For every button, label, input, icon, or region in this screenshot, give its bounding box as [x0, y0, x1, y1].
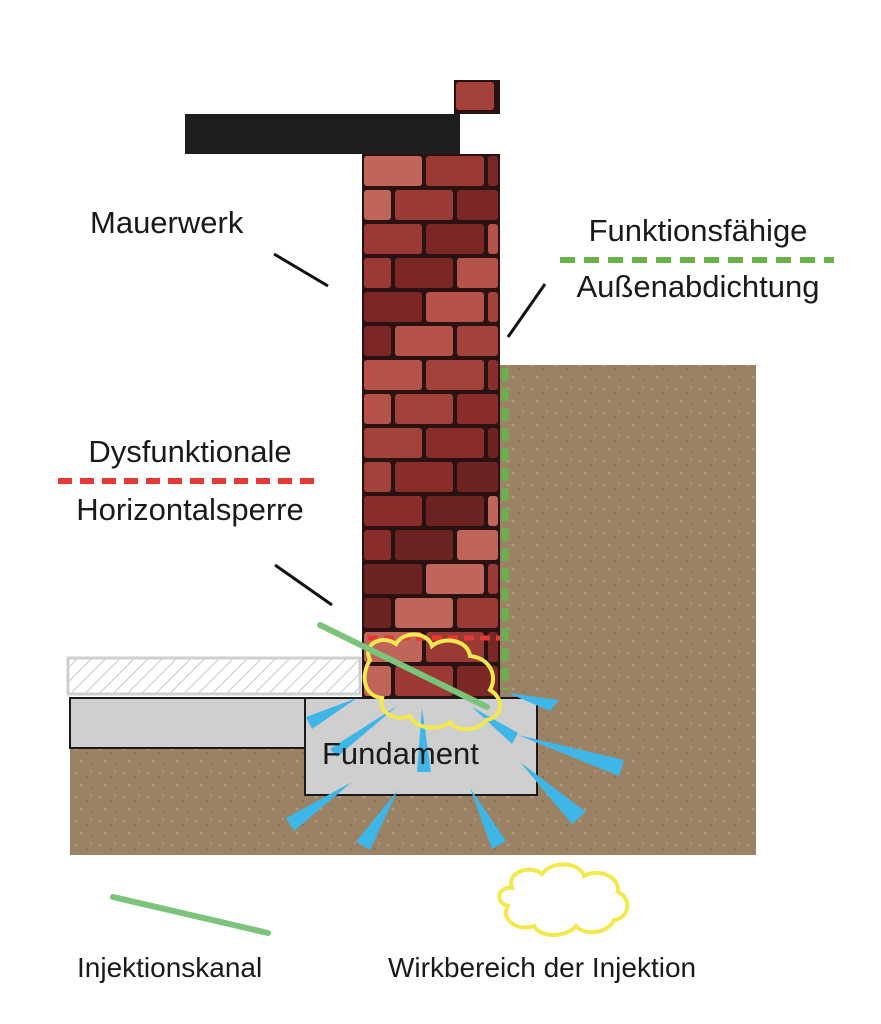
brick — [364, 598, 391, 628]
outer-seal-label-line2: Außenabdichtung — [576, 269, 820, 304]
brick — [457, 326, 498, 356]
injection-zone-cloud — [362, 632, 502, 732]
spray-ray — [356, 790, 398, 850]
brick — [364, 530, 391, 560]
brick — [395, 326, 453, 356]
brick — [457, 666, 498, 696]
spray-ray — [520, 762, 586, 824]
brick — [488, 292, 498, 322]
roof-slab — [185, 114, 460, 154]
brick — [426, 428, 484, 458]
brick — [364, 258, 391, 288]
brick — [364, 360, 422, 390]
spray-ray — [472, 707, 518, 744]
brick — [364, 394, 391, 424]
brick — [426, 292, 484, 322]
spray-ray — [508, 693, 559, 711]
barrier-label-line1: Dysfunktionale — [88, 434, 292, 469]
brick — [395, 394, 453, 424]
brick — [457, 394, 498, 424]
brick — [457, 530, 498, 560]
brick — [426, 564, 484, 594]
brick — [364, 156, 422, 186]
brick — [488, 156, 498, 186]
injection-channel — [317, 622, 490, 710]
brick — [364, 428, 422, 458]
brick-wall — [362, 80, 500, 698]
brick — [395, 462, 453, 492]
brick — [488, 428, 498, 458]
barrier-leader-line — [274, 563, 333, 607]
brick — [395, 598, 453, 628]
brick — [488, 360, 498, 390]
brick — [395, 258, 453, 288]
brick — [426, 360, 484, 390]
barrier-label-line2: Horizontalsperre — [76, 492, 304, 527]
outer-seal-label-line1: Funktionsfähige — [588, 213, 808, 248]
brick — [456, 82, 494, 110]
brick — [488, 564, 498, 594]
legend-zone-symbol — [497, 862, 630, 937]
foundation-label: Fundament — [322, 736, 479, 771]
outer-seal-leader-line — [506, 283, 547, 338]
spray-ray — [330, 706, 397, 757]
masonry-leader-line — [273, 252, 329, 288]
brick — [395, 190, 453, 220]
brick — [457, 190, 498, 220]
brick — [426, 224, 484, 254]
spray-ray — [518, 735, 624, 776]
legend-channel-label: Injektionskanal — [77, 952, 263, 983]
masonry-label: Mauerwerk — [90, 205, 244, 240]
brick — [488, 632, 498, 662]
brick — [426, 496, 484, 526]
brick — [364, 292, 422, 322]
spray-ray — [286, 782, 352, 831]
spray-ray — [306, 698, 357, 729]
brick — [457, 258, 498, 288]
brick — [395, 530, 453, 560]
brick — [364, 462, 391, 492]
spray-ray — [417, 708, 431, 772]
brick — [364, 190, 391, 220]
brick — [457, 598, 498, 628]
brick — [488, 224, 498, 254]
spray-ray — [470, 788, 506, 849]
legend-zone-label: Wirkbereich der Injektion — [388, 952, 697, 983]
brick — [364, 326, 391, 356]
brick — [488, 496, 498, 526]
brick — [457, 462, 498, 492]
legend-channel-symbol — [110, 894, 271, 936]
brick — [364, 224, 422, 254]
brick — [364, 564, 422, 594]
brick — [364, 496, 422, 526]
brick — [364, 666, 391, 696]
injection-spray — [286, 693, 624, 850]
brick — [395, 666, 453, 696]
brick — [426, 156, 484, 186]
floor-slab — [66, 656, 362, 696]
